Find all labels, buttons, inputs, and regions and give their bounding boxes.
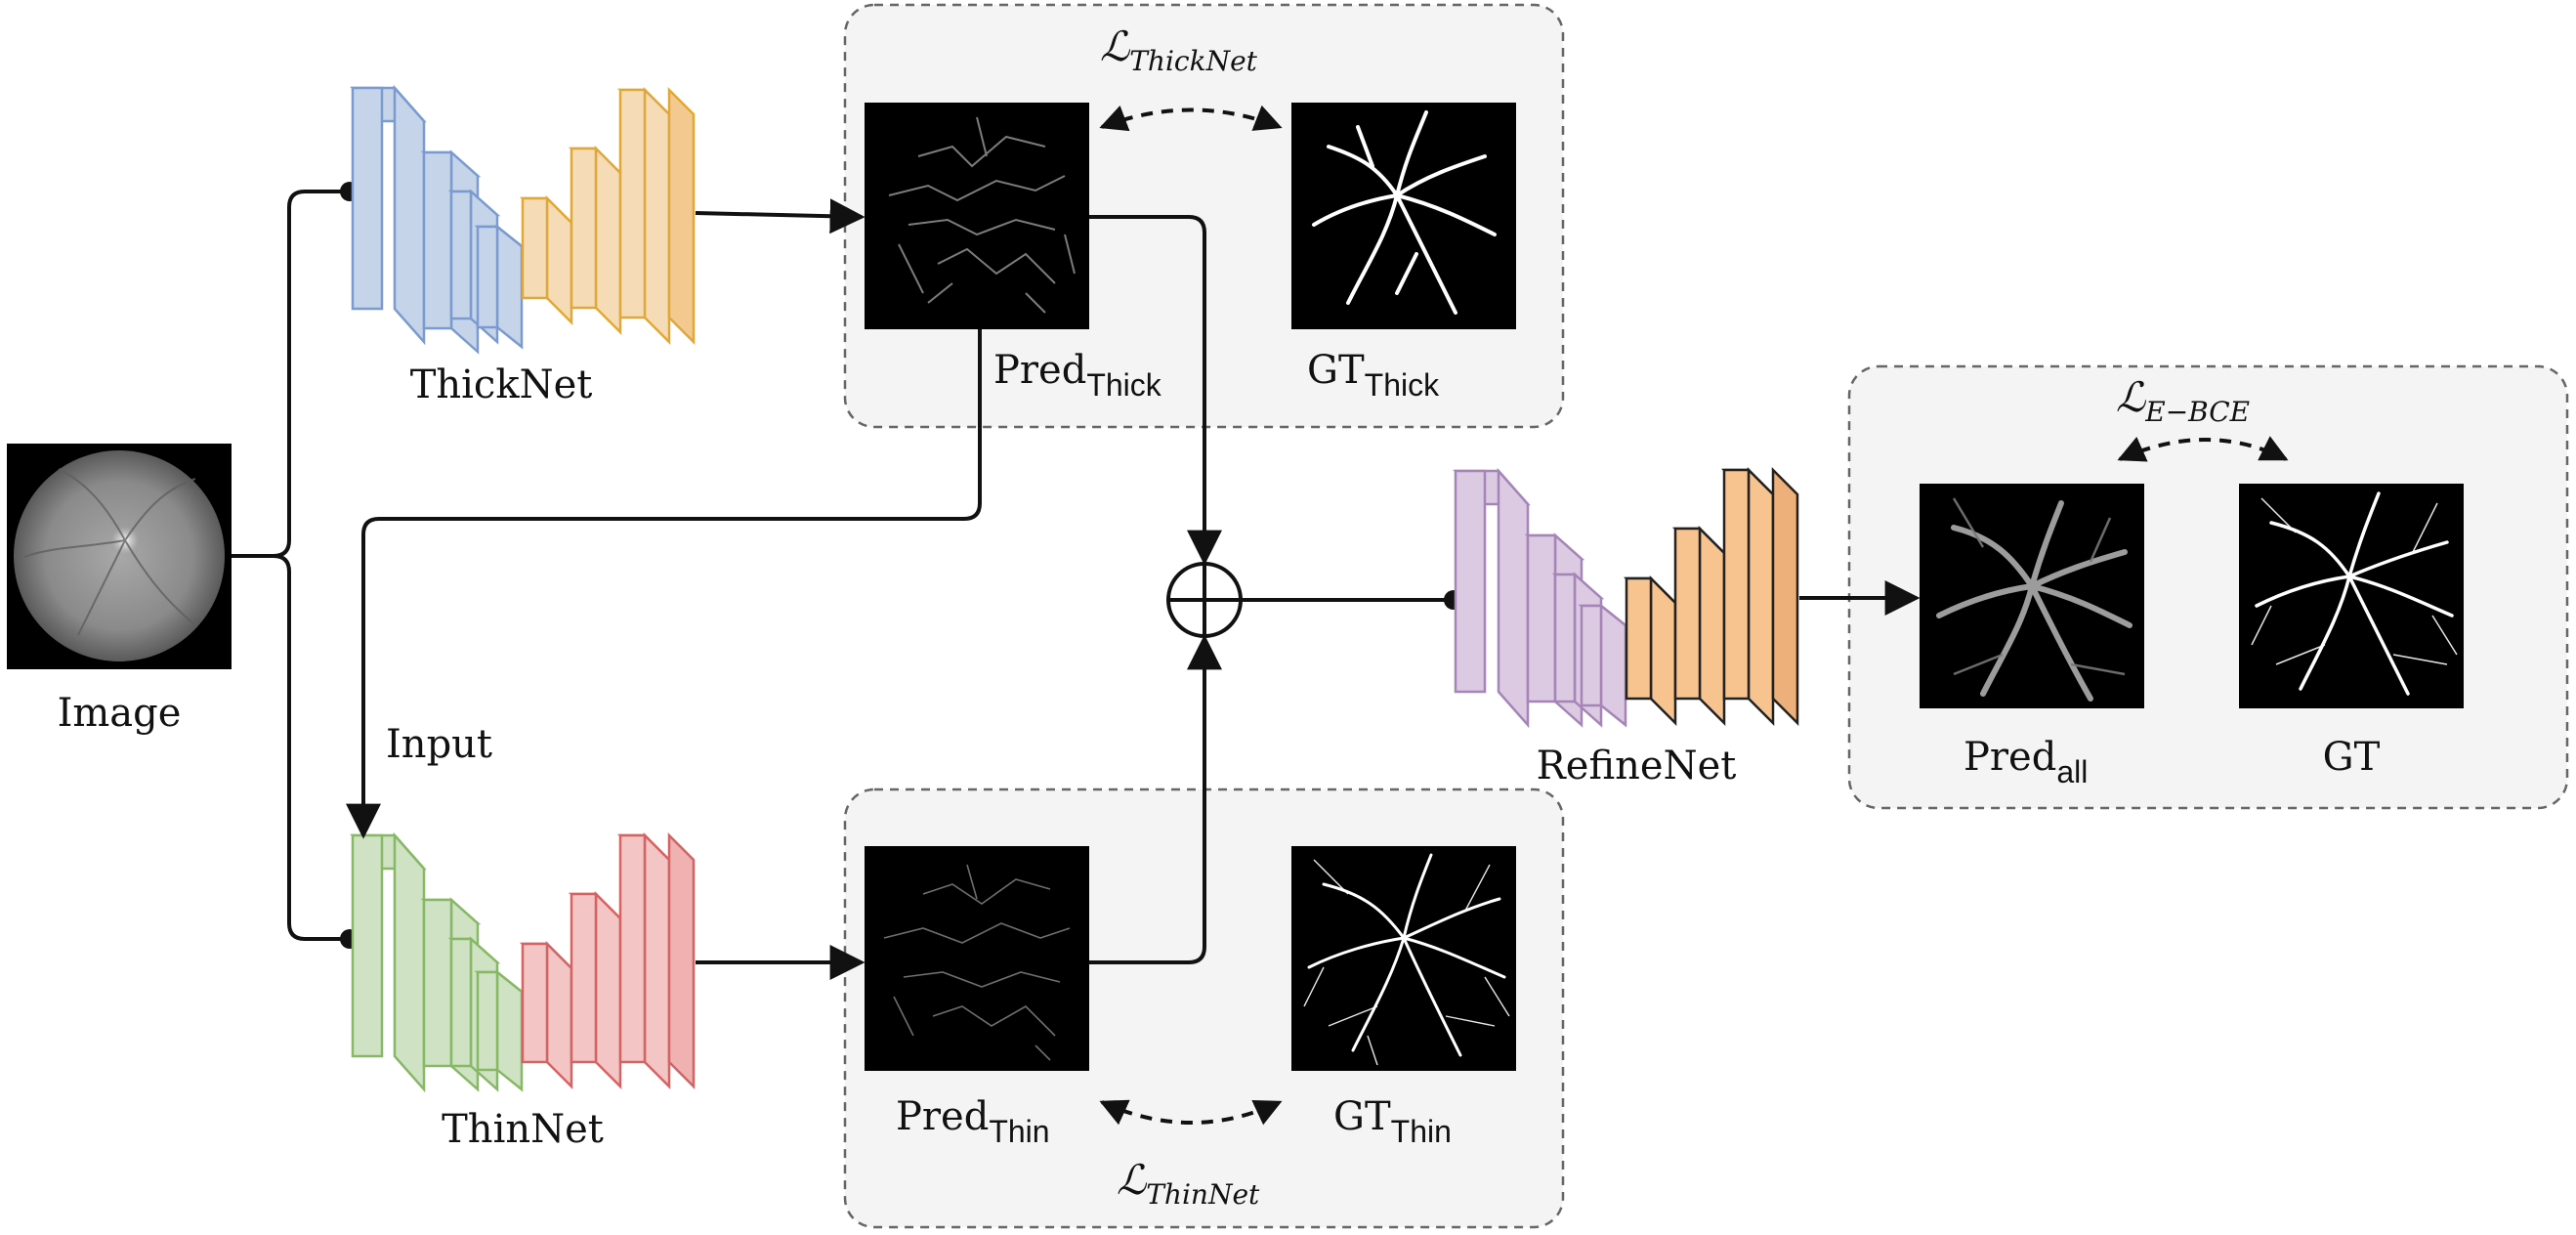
thicknet-loss-subscript: ThickNet [1129,45,1257,77]
refinenet-decoder [1623,466,1799,727]
thicknet-to-pred-arrow [695,198,866,234]
thinnet-decoder [519,831,696,1090]
refinenet-network [1453,466,1799,729]
thicknet-network [350,84,696,355]
pred-thin-label: PredThin [896,1094,1050,1149]
thinnet-label: ThinNet [442,1107,604,1152]
gt-thin-sub: Thin [1391,1114,1452,1149]
pred-thin-to-fusion [1089,634,1222,964]
thinnet-loss-subscript: ThinNet [1146,1178,1260,1211]
thicknet-decoder [519,86,696,346]
thicknet-loss-symbol: ℒ [1100,22,1130,70]
input-label: Input [386,722,492,767]
gt-thick-sub: Thick [1365,367,1440,403]
refinenet-label: RefineNet [1537,744,1737,788]
ebce-loss-symbol: ℒ [2116,373,2146,421]
thicknet-label: ThickNet [410,362,593,407]
gt-label: GT [2323,735,2381,780]
pred-thick-image [865,103,1089,329]
pred-thick-main: Pred [993,348,1086,393]
thin-loss-double-arrow [1099,1099,1283,1126]
pred-thick-to-fusion [1089,215,1222,566]
gt-image [2239,484,2464,708]
pred-thick-label: PredThick [993,348,1162,403]
refinenet-encoder [1453,467,1629,729]
thinnet-loss-label: ℒThinNet [1117,1156,1260,1211]
gt-thick-main: GT [1307,348,1365,393]
thicknet-encoder [350,84,526,355]
pred-all-main: Pred [1964,735,2056,780]
gt-thin-main: GT [1333,1094,1391,1139]
pred-thin-image [865,846,1089,1071]
thinnet-encoder [350,831,526,1093]
ebce-loss-double-arrow [2117,436,2289,462]
gt-thick-label: GTThick [1307,348,1440,403]
ebce-loss-label: ℒE−BCE [2116,373,2250,428]
pred-thin-main: Pred [896,1094,989,1139]
pred-all-sub: all [2056,754,2088,789]
gt-thin-image [1291,846,1516,1071]
thicknet-loss-label: ℒThickNet [1100,22,1258,77]
image-label: Image [58,691,182,736]
pred-all-image [1920,484,2144,708]
pred-thick-to-thinnet-input [346,329,982,839]
gt-thin-label: GTThin [1333,1094,1452,1149]
thinnet-network [350,831,696,1093]
fusion-add-node [1166,562,1243,638]
fundus-input-image [7,444,232,669]
pred-thin-sub: Thin [989,1114,1049,1149]
thick-loss-double-arrow [1099,105,1283,132]
pred-all-label: Predall [1964,735,2088,789]
gt-thick-image [1291,103,1516,329]
input-fork-connector [232,190,350,941]
ebce-loss-subscript: E−BCE [2144,396,2250,428]
thinnet-loss-symbol: ℒ [1117,1156,1147,1204]
pred-thick-sub: Thick [1086,367,1161,403]
